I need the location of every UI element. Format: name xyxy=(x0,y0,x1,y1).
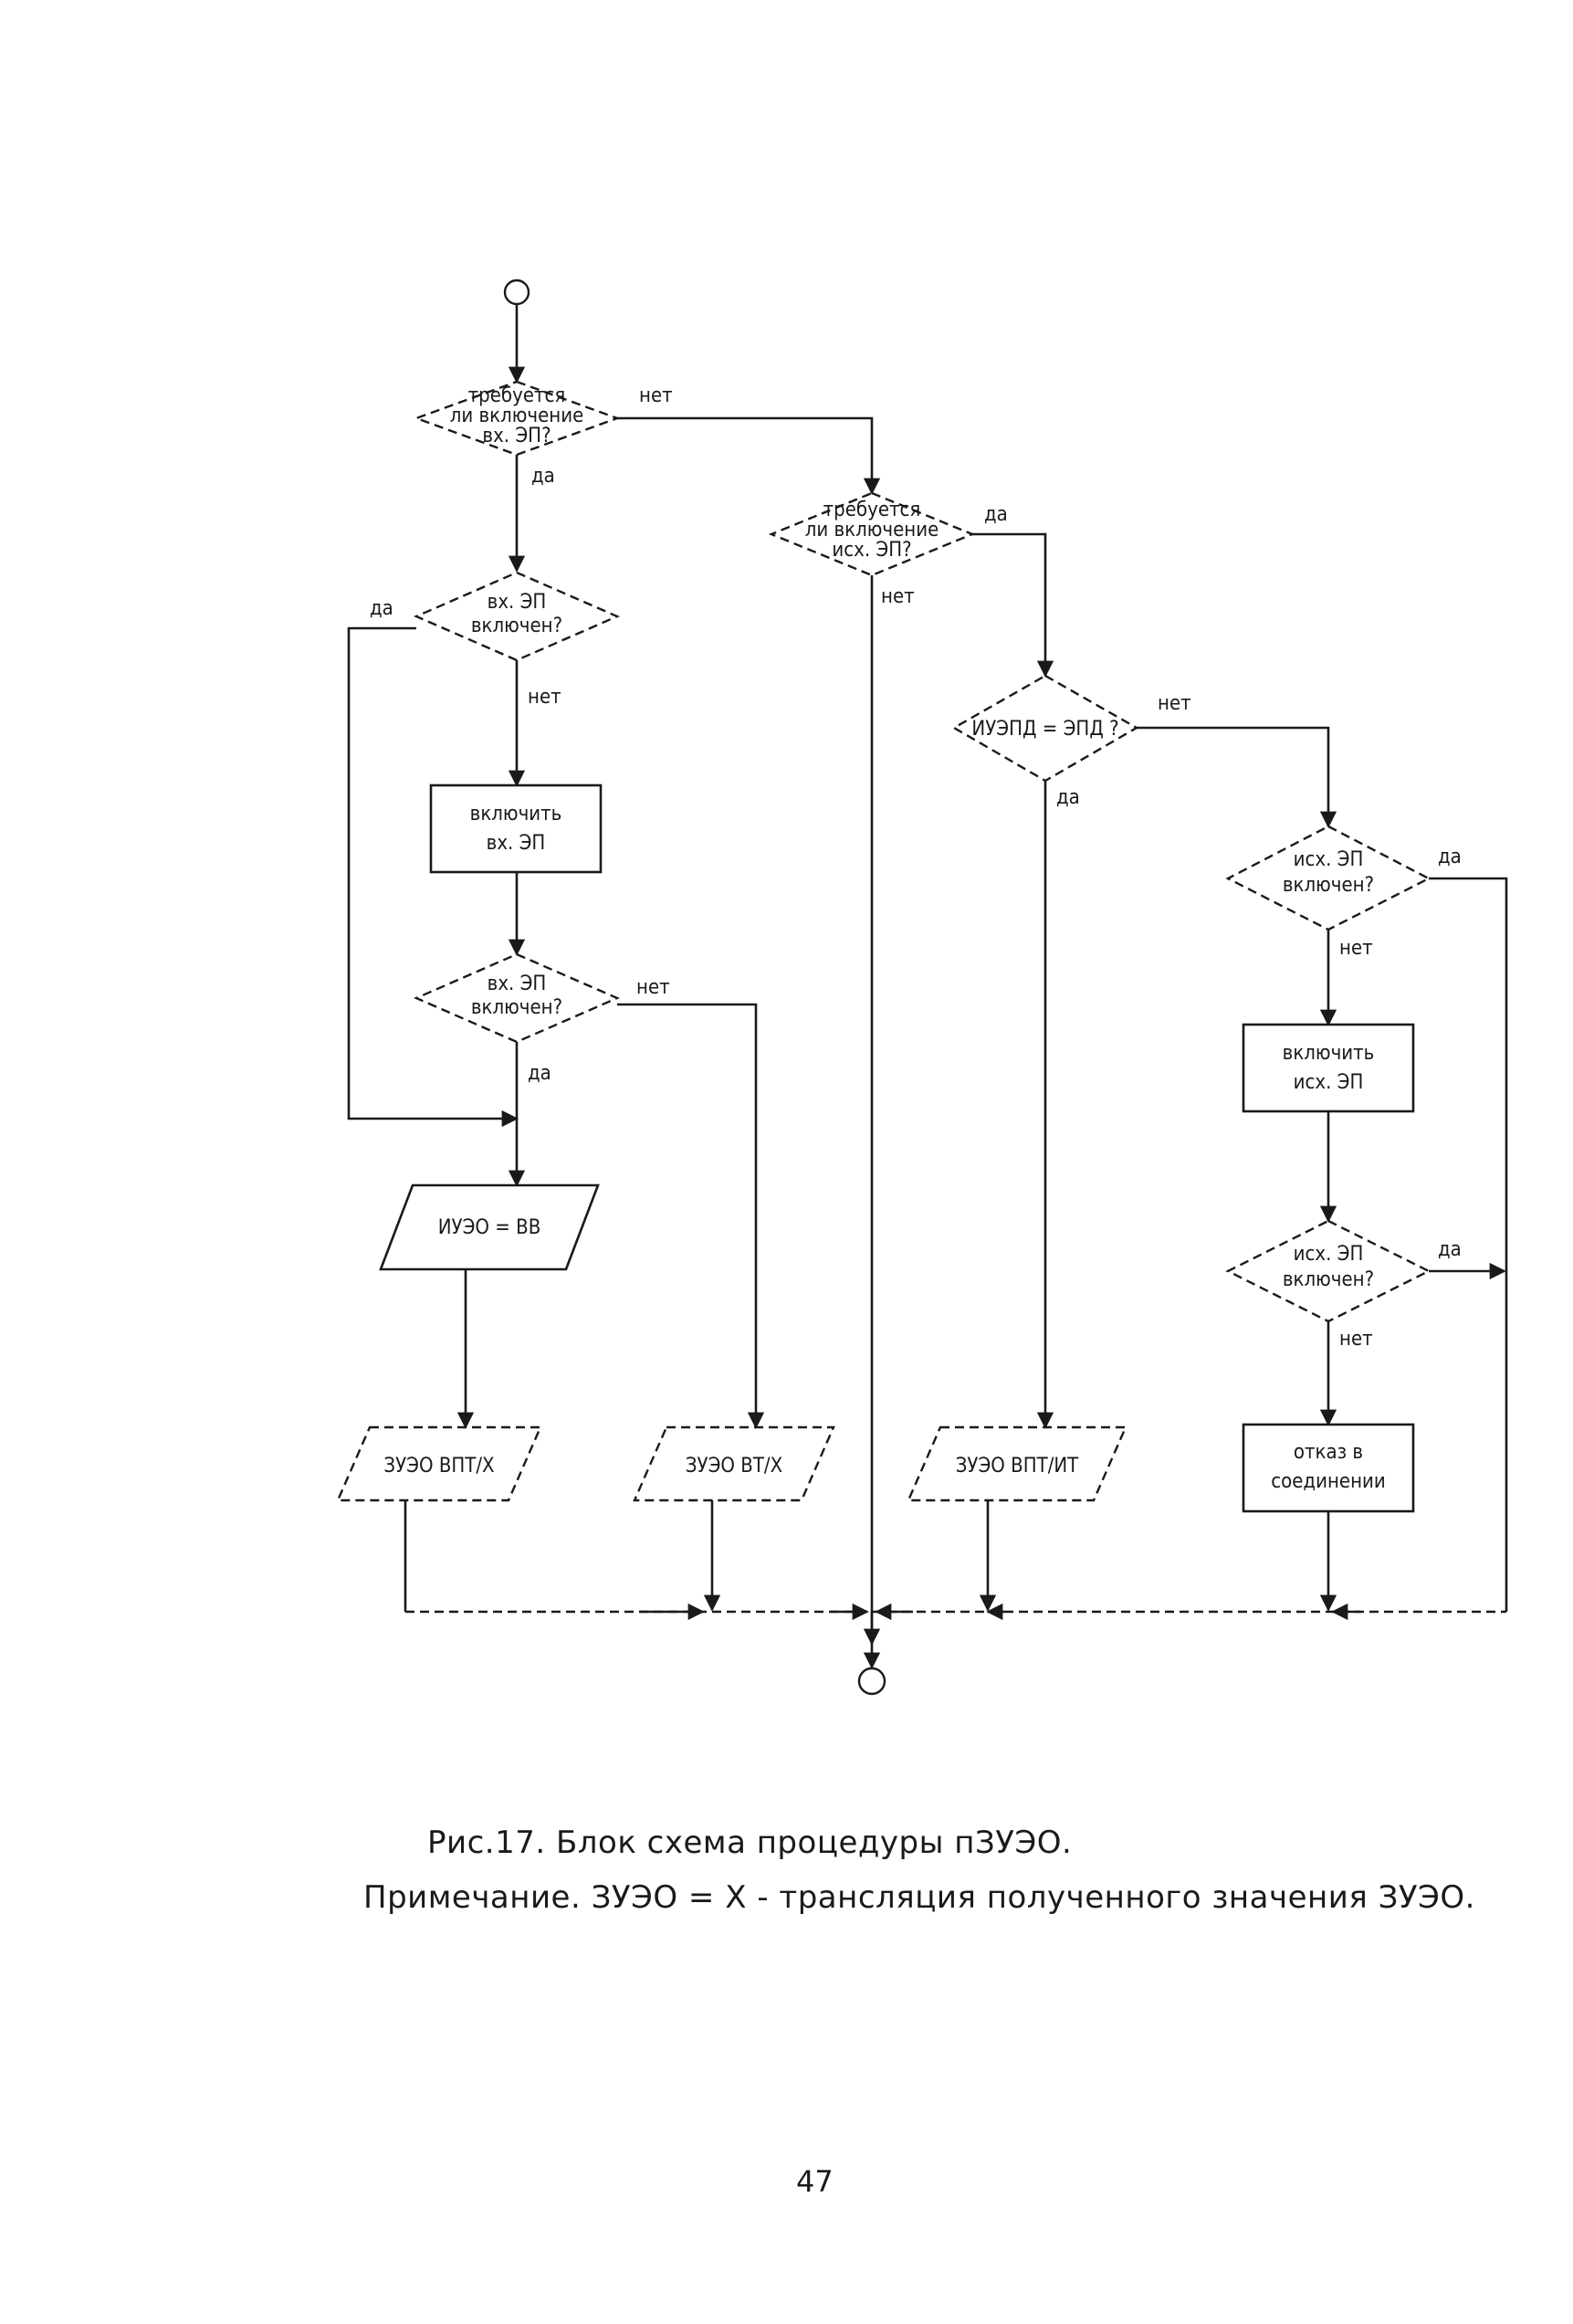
process-label-line: исх. ЭП xyxy=(1294,1071,1364,1094)
edge-label-no: нет xyxy=(639,384,673,407)
edge-label-yes: да xyxy=(370,597,393,620)
process-label-line: включить xyxy=(1283,1042,1375,1065)
decision-iuepd-equals-epd: ИУЭПД = ЭПД ? xyxy=(951,674,1139,783)
decision-label-line: требуется xyxy=(468,384,566,407)
process-label-line: вх. ЭП xyxy=(487,832,546,855)
edge-d5-no xyxy=(1137,726,1337,828)
edge-label-no: нет xyxy=(1339,1328,1373,1351)
decision-need-output-ep: требуется ли включение исх. ЭП? xyxy=(768,491,976,577)
edge-label-no: нет xyxy=(881,585,915,608)
flowchart: требуется ли включение вх. ЭП? нет да тр… xyxy=(336,279,1508,1696)
decision-label-line: вх. ЭП xyxy=(488,973,547,995)
decision-label-line: вх. ЭП? xyxy=(482,425,551,447)
decision-label-line: исх. ЭП? xyxy=(832,539,911,562)
assignment-label: ИУЭО = ВВ xyxy=(438,1216,541,1239)
decision-input-ep-on-2: вх. ЭП включен? xyxy=(413,952,621,1044)
edge-d6-yes xyxy=(1429,877,1508,1612)
assignment-iueo: ИУЭО = ВВ xyxy=(379,1183,600,1271)
process-turn-on-output-ep: включить исх. ЭП xyxy=(1242,1023,1415,1113)
edge-label-yes: да xyxy=(1438,846,1462,868)
decision-label-line: требуется xyxy=(823,499,921,521)
figure-note: Примечание. ЗУЭО = Х - трансляция получе… xyxy=(363,1879,1475,1916)
process-turn-on-input-ep: включить вх. ЭП xyxy=(429,783,603,874)
edge-label-no: нет xyxy=(636,976,670,999)
decision-label-line: включен? xyxy=(471,996,562,1019)
edge-d2-yes xyxy=(972,532,1054,678)
decision-label-line: ли включение xyxy=(450,405,584,427)
decision-label-line: ли включение xyxy=(805,519,939,542)
edge-d1-no xyxy=(617,416,881,495)
decision-label-line: исх. ЭП xyxy=(1294,848,1364,871)
decision-label-line: включен? xyxy=(1283,1268,1374,1291)
edge-label-yes: да xyxy=(1438,1238,1462,1261)
process-connection-refused: отказ в соединении xyxy=(1242,1423,1415,1513)
decision-label-line: включен? xyxy=(1283,874,1374,897)
edge-d4-no xyxy=(617,1003,765,1429)
edge-label-yes: да xyxy=(984,503,1008,526)
decision-input-ep-on-1: вх. ЭП включен? xyxy=(413,571,621,662)
edge-label-no: нет xyxy=(528,686,561,709)
process-label-line: включить xyxy=(470,803,562,825)
output-label: ЗУЭО ВПТ/ИТ xyxy=(956,1455,1079,1477)
edge-d3-yes xyxy=(347,626,519,1128)
decision-output-ep-on-2: исх. ЭП включен? xyxy=(1225,1219,1431,1323)
decision-need-input-ep: требуется ли включение вх. ЭП? xyxy=(413,380,621,457)
process-label-line: отказ в xyxy=(1294,1441,1363,1464)
edge-label-yes: да xyxy=(531,465,555,488)
decision-output-ep-on-1: исх. ЭП включен? xyxy=(1225,825,1431,931)
output-label: ЗУЭО ВТ/Х xyxy=(686,1455,782,1477)
edge-label-yes: да xyxy=(1056,786,1080,809)
output-label: ЗУЭО ВПТ/Х xyxy=(383,1455,494,1477)
end-terminal xyxy=(857,1667,886,1696)
output-zueo-vpt-it: ЗУЭО ВПТ/ИТ xyxy=(907,1425,1127,1502)
page-number: 47 xyxy=(796,2164,834,2199)
figure-caption: Рис.17. Блок схема процедуры пЗУЭО. xyxy=(427,1824,1073,1861)
decision-label-line: вх. ЭП xyxy=(488,591,547,614)
decision-label-line: исх. ЭП xyxy=(1294,1243,1364,1266)
edge-label-no: нет xyxy=(1158,692,1191,715)
process-label-line: соединении xyxy=(1271,1470,1386,1493)
start-terminal xyxy=(503,279,530,306)
output-zueo-vpt-x: ЗУЭО ВПТ/Х xyxy=(336,1425,542,1502)
decision-label-line: включен? xyxy=(471,615,562,637)
edge-label-yes: да xyxy=(528,1062,551,1085)
edge-label-no: нет xyxy=(1339,937,1373,960)
output-zueo-vt-x: ЗУЭО ВТ/Х xyxy=(633,1425,835,1502)
decision-label: ИУЭПД = ЭПД ? xyxy=(971,718,1118,741)
